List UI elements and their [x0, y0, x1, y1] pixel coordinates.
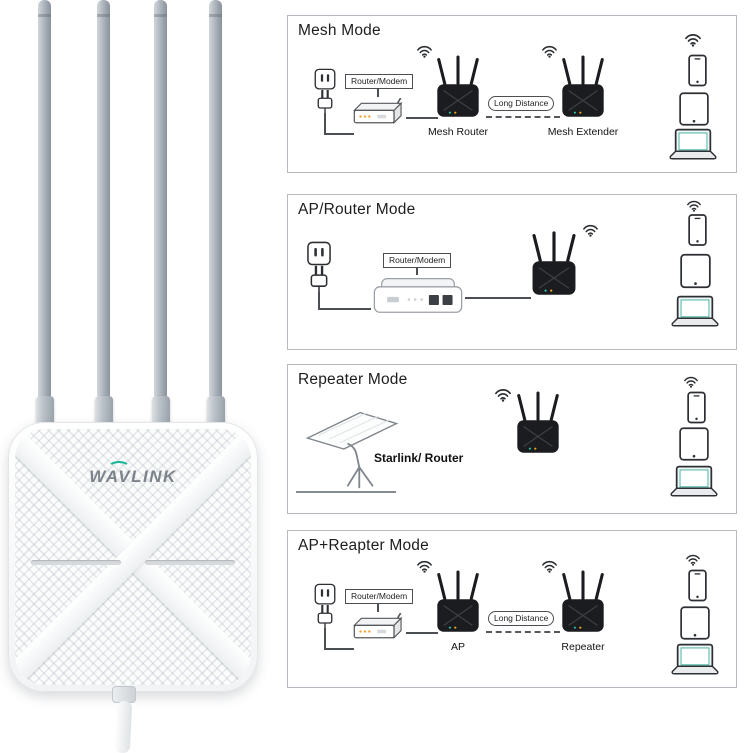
wifi-signal-icon [683, 375, 699, 388]
starlink-dish-icon [302, 405, 402, 493]
starlink-router-label: Starlink/ Router [374, 451, 464, 465]
power-cord-line [324, 648, 354, 650]
ap-label: AP [450, 641, 465, 653]
long-distance-dashed-line [486, 116, 560, 118]
device-face: WAVLINK [15, 429, 251, 685]
panel-title: AP+Reapter Mode [298, 537, 429, 554]
outdoor-access-point: WAVLINK [8, 422, 258, 692]
wifi-signal-icon [582, 223, 599, 237]
label-pointer-line [377, 604, 379, 612]
power-cord-line [324, 133, 354, 135]
panel-title: Repeater Mode [298, 371, 408, 388]
laptop-icon [668, 465, 720, 498]
wifi-signal-icon [686, 199, 702, 212]
antenna-icon [206, 0, 225, 430]
brand-swoosh-icon [108, 461, 130, 474]
mesh-router-device-icon [431, 54, 485, 120]
mesh-router-label: Mesh Router [427, 126, 489, 138]
cable-gland [112, 686, 136, 703]
label-pointer-line [377, 89, 379, 97]
wifi-signal-icon [685, 553, 701, 566]
router-modem-icon [350, 98, 408, 128]
smartphone-icon [688, 54, 707, 87]
brand-logo: WAVLINK [89, 467, 177, 486]
antenna-icon [35, 0, 54, 430]
device-groove [145, 560, 235, 565]
ap-device-icon [431, 569, 485, 635]
power-outlet-plug-icon [310, 68, 340, 115]
repeater-device-icon [556, 569, 610, 635]
tablet-icon [680, 606, 710, 640]
panel-ap-repeater-mode: AP+Reapter Mode Router/Modem AP Long Dis… [287, 530, 737, 688]
mesh-extender-device-icon [556, 54, 610, 120]
ethernet-line [406, 117, 438, 119]
repeater-device-icon [511, 389, 565, 457]
antenna-icon [151, 0, 170, 430]
repeater-label: Repeater [561, 641, 605, 653]
ground-line [296, 491, 396, 493]
tablet-icon [680, 253, 711, 289]
wifi-signal-icon [494, 387, 512, 402]
smartphone-icon [688, 213, 707, 247]
power-cable [114, 700, 133, 753]
panel-title: Mesh Mode [298, 22, 381, 39]
router-modem-label: Router/Modem [345, 589, 414, 605]
laptop-icon [669, 643, 721, 676]
laptop-icon [669, 295, 721, 328]
router-modem-label: Router/Modem [383, 253, 452, 269]
router-modem-label: Router/Modem [345, 74, 414, 90]
tablet-icon [679, 427, 709, 461]
power-outlet-plug-icon [310, 583, 340, 630]
router-modem-icon [350, 613, 408, 643]
power-cord-line [324, 628, 326, 648]
wifi-signal-icon [684, 32, 702, 47]
panel-mesh-mode: Mesh Mode Router/Modem Mesh Router Long … [287, 15, 737, 173]
ethernet-line [406, 632, 438, 634]
panel-title: AP/Router Mode [298, 201, 416, 218]
power-cord-line [318, 292, 320, 308]
smartphone-icon [687, 391, 706, 424]
tablet-icon [679, 92, 709, 126]
label-pointer-line [416, 268, 418, 275]
long-distance-label: Long Distance [488, 611, 555, 627]
power-outlet-plug-icon [302, 241, 336, 294]
device-groove [31, 560, 121, 565]
panel-repeater-mode: Repeater Mode Starlink/ Router [287, 364, 737, 514]
long-distance-label: Long Distance [488, 96, 555, 112]
long-distance-dashed-line [486, 631, 560, 633]
power-cord-line [318, 308, 371, 310]
panel-ap-router-mode: AP/Router Mode Router/Modem [287, 194, 737, 350]
antenna-icon [94, 0, 113, 430]
access-point-device-icon [526, 229, 582, 299]
router-modem-icon [371, 275, 465, 315]
smartphone-icon [688, 569, 707, 602]
power-cord-line [324, 113, 326, 133]
laptop-icon [667, 128, 719, 161]
ethernet-line [465, 297, 531, 299]
mesh-extender-label: Mesh Extender [547, 126, 619, 138]
